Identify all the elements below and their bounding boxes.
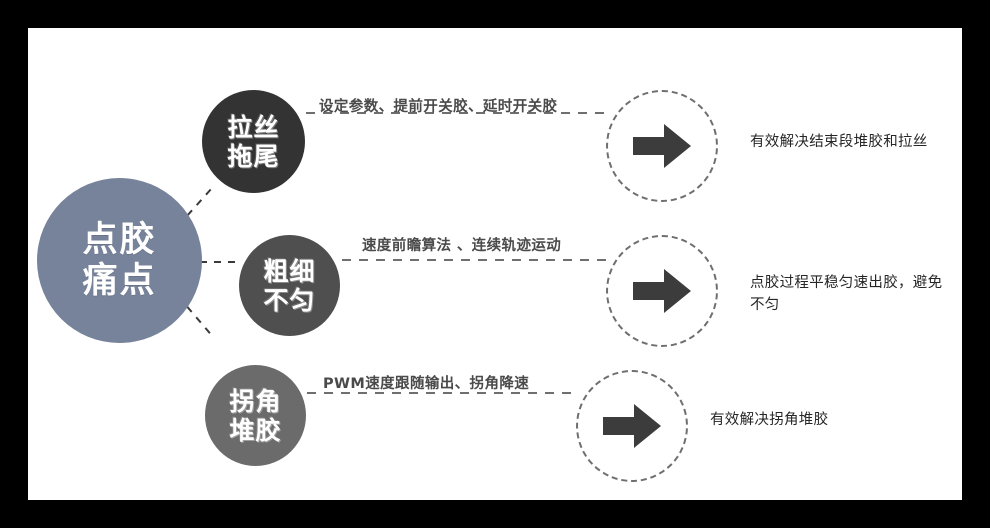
right-arrow-icon — [633, 269, 691, 313]
pain-point-node-1-line-2: 拖尾 — [227, 141, 280, 171]
pain-point-node-3[interactable]: 拐角 堆胶 — [205, 365, 306, 466]
connector-lines — [177, 112, 606, 394]
pain-point-node-2[interactable]: 粗细 不匀 — [239, 235, 340, 336]
connector-hub-to-node-1 — [177, 187, 213, 227]
result-text-2: 点胶过程平稳匀速出胶，避免不匀 — [750, 275, 943, 314]
arrow-ring-2 — [606, 235, 718, 347]
solution-caption-2: 速度前瞻算法 、连续轨迹运动 — [362, 238, 562, 254]
pain-point-node-3-line-1: 拐角 — [229, 386, 282, 416]
hub-pain-points: 点胶 痛点 — [37, 178, 202, 343]
hub-label-line-1: 点胶 — [82, 219, 157, 260]
solution-caption-3: PWM速度跟随输出、拐角降速 — [323, 376, 530, 392]
pain-point-node-2-line-1: 粗细 — [263, 256, 316, 286]
connector-hub-to-node-3 — [177, 295, 215, 339]
result-text-1: 有效解决结束段堆胶和拉丝 — [750, 134, 928, 150]
pain-point-node-1-line-1: 拉丝 — [227, 112, 280, 142]
pain-point-node-3-line-2: 堆胶 — [229, 415, 282, 445]
result-text-3: 有效解决拐角堆胶 — [710, 412, 829, 428]
arrow-ring-1 — [606, 90, 718, 202]
pain-point-node-2-line-2: 不匀 — [263, 285, 316, 315]
solution-caption-1: 设定参数、提前开关胶、延时开关胶 — [319, 99, 558, 115]
pain-point-node-1[interactable]: 拉丝 拖尾 — [202, 90, 305, 193]
right-arrow-icon — [633, 124, 691, 168]
right-arrow-icon — [603, 404, 661, 448]
diagram-canvas: 点胶 痛点 拉丝 拖尾 粗细 不匀 拐角 堆胶 设定参数、提前开关胶、延时开关胶… — [28, 28, 962, 500]
hub-label-line-2: 痛点 — [82, 260, 157, 301]
arrow-ring-3 — [576, 370, 688, 482]
